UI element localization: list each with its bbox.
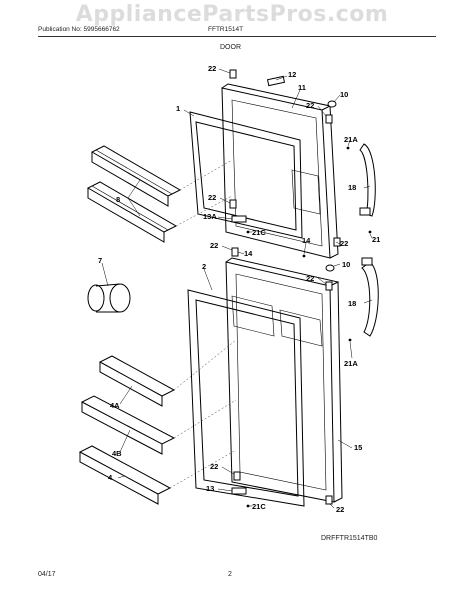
callout-4a: 4A (110, 401, 120, 410)
callout-22: 22 (306, 274, 314, 283)
callout-22: 22 (336, 505, 344, 514)
callout-13: 13 (206, 484, 214, 493)
callout-21a: 21A (344, 359, 358, 368)
fresh-food-door-shelves (78, 339, 237, 505)
diagram-code: DRFFTR1514TB0 (321, 535, 378, 542)
callout-21a: 21A (344, 135, 358, 144)
callout-21c: 21C (252, 228, 266, 237)
freezer-door-gasket (189, 111, 303, 239)
callout-21c: 21C (252, 502, 266, 511)
callout-22: 22 (210, 241, 218, 250)
page-number: 2 (228, 571, 232, 578)
callout-8: 8 (116, 195, 120, 204)
callout-12: 12 (288, 70, 296, 79)
callout-10: 10 (342, 260, 350, 269)
dairy-bin (87, 283, 131, 313)
callout-14: 14 (244, 249, 253, 258)
callout-22: 22 (208, 64, 216, 73)
watermark: AppliancePartsPros.com (75, 2, 389, 27)
footer-date: 04/17 (38, 571, 56, 578)
publication-number: Publication No: 5995666762 (38, 26, 120, 33)
callout-10: 10 (340, 90, 348, 99)
callout-22: 22 (208, 193, 216, 202)
callout-22: 22 (340, 239, 348, 248)
section-title: DOOR (220, 44, 241, 51)
callout-4: 4 (108, 473, 113, 482)
callout-21: 21 (372, 235, 380, 244)
callout-13a: 13A (203, 212, 217, 221)
freezer-handle (359, 143, 376, 217)
callout-11: 11 (298, 83, 306, 92)
fresh-food-door-outer (225, 257, 343, 503)
callout-4b: 4B (112, 449, 122, 458)
fresh-food-handle (361, 257, 379, 337)
callout-15: 15 (354, 443, 362, 452)
fresh-food-door-gasket (187, 289, 305, 507)
header-rule (38, 36, 436, 37)
callout-22: 22 (210, 462, 218, 471)
callout-7: 7 (98, 256, 102, 265)
callout-14: 14 (302, 236, 311, 245)
callout-22: 22 (306, 101, 314, 110)
callout-1: 1 (176, 104, 180, 113)
model-number: FFTR1514T (208, 26, 244, 33)
callout-18: 18 (348, 299, 356, 308)
callout-2: 2 (202, 262, 206, 271)
freezer-door-outer (221, 83, 339, 259)
leader-lines (101, 68, 373, 509)
callout-18: 18 (348, 183, 356, 192)
freezer-door-shelves (86, 145, 233, 243)
callout-labels: 22 12 11 1 10 22 21A 8 18 22 13A 21C 14 … (98, 64, 380, 514)
